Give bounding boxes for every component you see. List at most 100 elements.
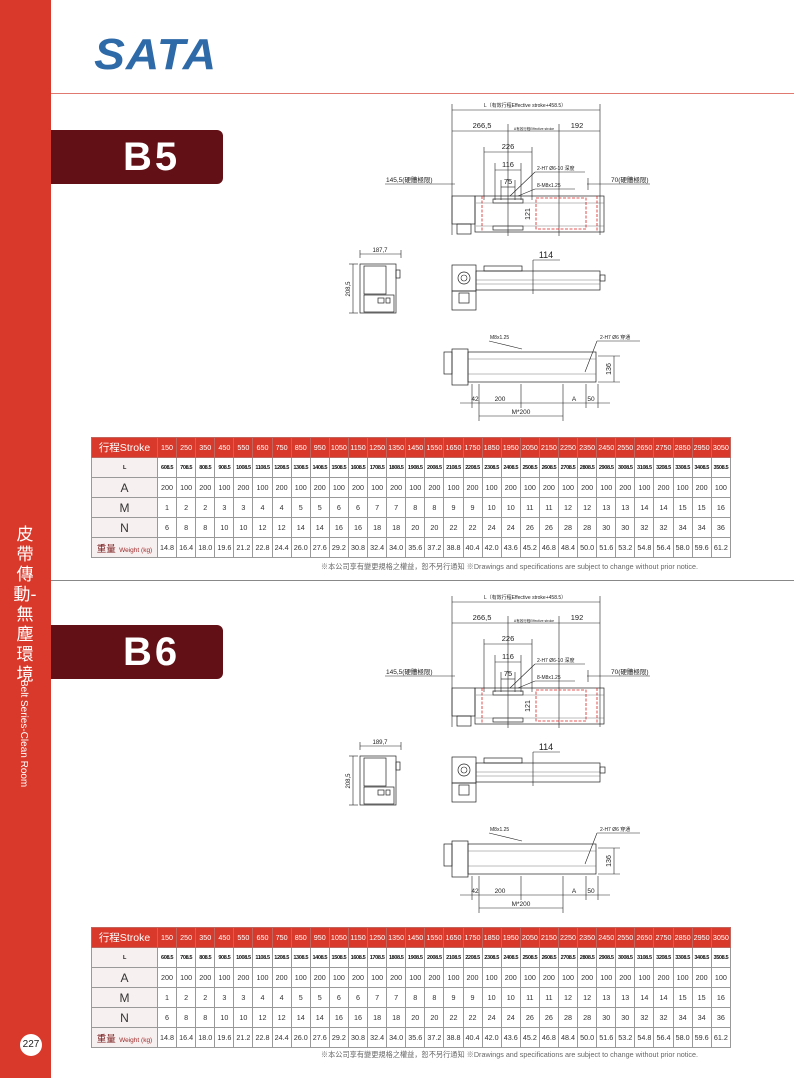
table-cell: 34 — [672, 1007, 693, 1028]
table-cell: 200 — [538, 477, 559, 498]
m-row-label: M — [91, 497, 158, 518]
dim-dim-42: 42 — [471, 888, 479, 895]
table-cell: 20 — [424, 517, 445, 538]
table-cell: 8 — [195, 517, 216, 538]
a-row-label: A — [91, 477, 158, 498]
table-cell: 1750 — [462, 927, 483, 948]
table-cell: 2850 — [672, 437, 693, 458]
page-number: 227 — [20, 1034, 42, 1056]
table-cell: 34.0 — [386, 1027, 407, 1048]
table-cell: 100 — [710, 477, 732, 498]
table-cell: 2208.5 — [462, 457, 483, 478]
a-row-label: A — [91, 967, 158, 988]
table-cell: 14.8 — [156, 537, 178, 558]
table-cell: 100 — [519, 477, 540, 498]
table-cell: 2508.5 — [519, 947, 540, 968]
table-cell: 100 — [634, 477, 655, 498]
table-cell: 34 — [691, 517, 712, 538]
table-cell: 100 — [710, 967, 732, 988]
table-cell: 2408.5 — [500, 947, 521, 968]
n-row-label: N — [91, 517, 158, 538]
table-cell: 1350 — [386, 927, 407, 948]
table-cell: 29.2 — [328, 1027, 349, 1048]
table-cell: 12 — [577, 987, 598, 1008]
table-cell: 200 — [271, 967, 292, 988]
table-cell: 6 — [328, 497, 349, 518]
disclaimer-note: ※本公司享有變更規格之權益，恕不另行通知 ※Drawings and speci… — [320, 562, 698, 571]
table-cell: 200 — [424, 967, 445, 988]
dim-end-height: 208,5 — [346, 773, 352, 789]
weight-row-label: 重量 Weight (kg) — [91, 537, 158, 558]
table-cell: 61.2 — [710, 537, 732, 558]
table-cell: 200 — [195, 967, 216, 988]
dim-hole-pitch-2: 75 — [504, 177, 512, 186]
table-cell: 11 — [538, 987, 559, 1008]
table-cell: 12 — [271, 1007, 292, 1028]
m-label: M — [119, 500, 130, 515]
table-cell: 2050 — [519, 927, 540, 948]
dim-dim-a: A — [572, 396, 577, 403]
table-cell: 53.2 — [615, 537, 636, 558]
table-cell: 32 — [634, 517, 655, 538]
table-cell: 54.8 — [634, 1027, 655, 1048]
table-cell: 100 — [328, 967, 349, 988]
table-cell: 9 — [462, 987, 483, 1008]
table-cell: 2250 — [557, 927, 579, 948]
table-cell: 200 — [309, 967, 330, 988]
table-cell: 11 — [538, 497, 559, 518]
table-cell: 12 — [252, 517, 273, 538]
dim-bottom-tap: M8x1.25 — [490, 827, 509, 833]
table-cell: 3050 — [710, 437, 732, 458]
table-cell: 3308.5 — [672, 457, 693, 478]
table-cell: 1350 — [386, 437, 407, 458]
table-cell: 200 — [691, 967, 712, 988]
table-cell: 11 — [519, 497, 540, 518]
table-cell: 10 — [481, 497, 502, 518]
table-cell: 950 — [309, 927, 330, 948]
dim-dim-200: 200 — [495, 396, 506, 403]
table-cell: 2650 — [634, 927, 655, 948]
table-cell: 45.2 — [519, 537, 540, 558]
table-cell: 2050 — [519, 437, 540, 458]
table-cell: 26 — [538, 517, 559, 538]
table-cell: 8 — [405, 497, 426, 518]
table-cell: 35.6 — [405, 537, 426, 558]
table-cell: 10 — [233, 517, 254, 538]
table-cell: 808.5 — [195, 947, 216, 968]
table-cell: 20 — [405, 1007, 426, 1028]
table-cell: 37.2 — [424, 1027, 445, 1048]
table-cell: 36 — [710, 517, 732, 538]
table-cell: 24.4 — [271, 537, 292, 558]
table-cell: 26 — [538, 1007, 559, 1028]
table-cell: 100 — [443, 477, 464, 498]
table-cell: 2408.5 — [500, 457, 521, 478]
table-cell: 50.0 — [577, 537, 598, 558]
table-cell: 100 — [176, 477, 197, 498]
table-cell: 42.0 — [481, 1027, 502, 1048]
table-cell: 100 — [214, 967, 235, 988]
table-cell: 100 — [596, 967, 617, 988]
table-cell: 8 — [195, 1007, 216, 1028]
table-cell: 1050 — [328, 927, 349, 948]
table-cell: 14 — [653, 497, 674, 518]
dim-dim-200: 200 — [495, 888, 506, 895]
n-label: N — [120, 520, 129, 535]
table-cell: 3508.5 — [710, 947, 732, 968]
table-cell: 2 — [195, 497, 216, 518]
table-cell: 24 — [481, 1007, 502, 1028]
table-cell: 38.8 — [443, 1027, 464, 1048]
table-cell: 1008.5 — [233, 457, 254, 478]
table-cell: 100 — [252, 477, 273, 498]
table-cell: 30 — [615, 1007, 636, 1028]
table-cell: 2008.5 — [424, 457, 445, 478]
dim-total-length: L（有效行程Effective stroke+458.5） — [484, 594, 566, 601]
table-cell: 9 — [443, 987, 464, 1008]
table-cell: 15 — [691, 497, 712, 518]
table-cell: 2350 — [577, 437, 598, 458]
table-cell: 1550 — [424, 437, 445, 458]
